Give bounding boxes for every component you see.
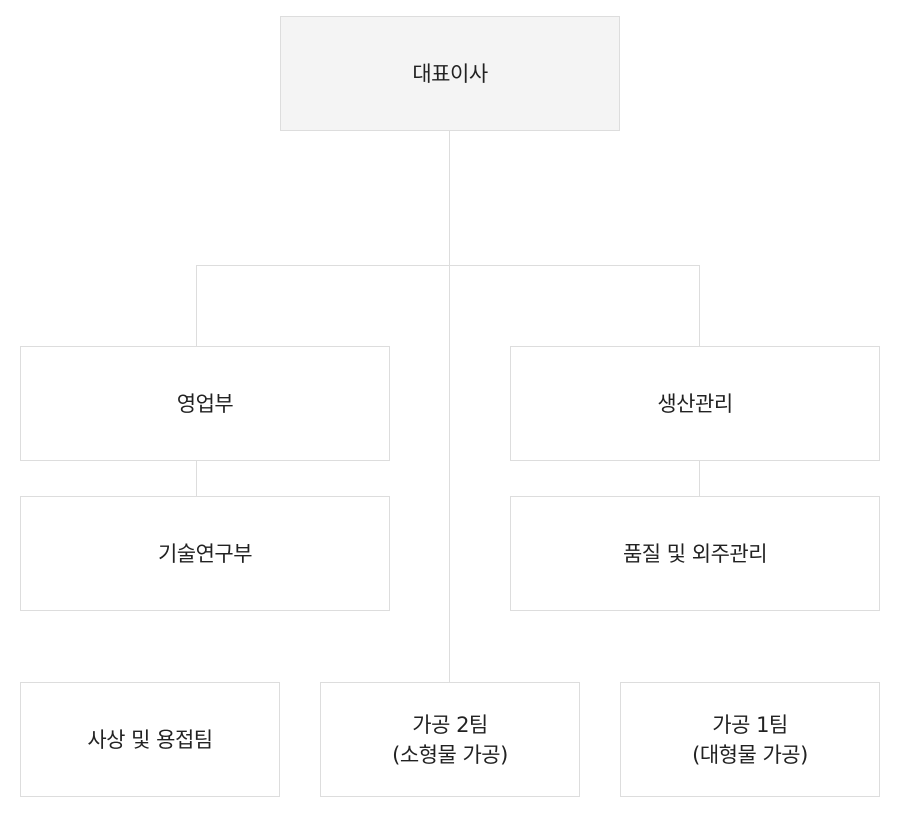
production-management-box: 생산관리 bbox=[510, 346, 880, 461]
finishing-welding-team-label: 사상 및 용접팀 bbox=[87, 727, 213, 752]
sales-dept-box: 영업부 bbox=[20, 346, 390, 461]
ceo-box: 대표이사 bbox=[280, 16, 620, 131]
machining-team-1-box: 가공 1팀 (대형물 가공) bbox=[620, 682, 880, 797]
sales-dept-label: 영업부 bbox=[176, 391, 234, 416]
rnd-dept-box: 기술연구부 bbox=[20, 496, 390, 611]
connector-to-production bbox=[699, 265, 700, 347]
machining-team-2-label: 가공 2팀 bbox=[412, 712, 488, 737]
production-management-label: 생산관리 bbox=[657, 391, 733, 416]
connector-to-sales bbox=[196, 265, 197, 347]
connector-ceo-trunk bbox=[449, 130, 450, 683]
machining-team-2-box: 가공 2팀 (소형물 가공) bbox=[320, 682, 580, 797]
connector-sales-to-rnd bbox=[196, 460, 197, 497]
rnd-dept-label: 기술연구부 bbox=[157, 541, 253, 566]
finishing-welding-team-box: 사상 및 용접팀 bbox=[20, 682, 280, 797]
machining-team-2-sublabel: (소형물 가공) bbox=[392, 742, 508, 767]
machining-team-1-label: 가공 1팀 bbox=[712, 712, 788, 737]
ceo-label: 대표이사 bbox=[412, 61, 488, 86]
quality-outsourcing-label: 품질 및 외주관리 bbox=[622, 541, 768, 566]
quality-outsourcing-box: 품질 및 외주관리 bbox=[510, 496, 880, 611]
connector-production-to-quality bbox=[699, 460, 700, 497]
machining-team-1-sublabel: (대형물 가공) bbox=[692, 742, 808, 767]
connector-branch-bar bbox=[196, 265, 700, 266]
